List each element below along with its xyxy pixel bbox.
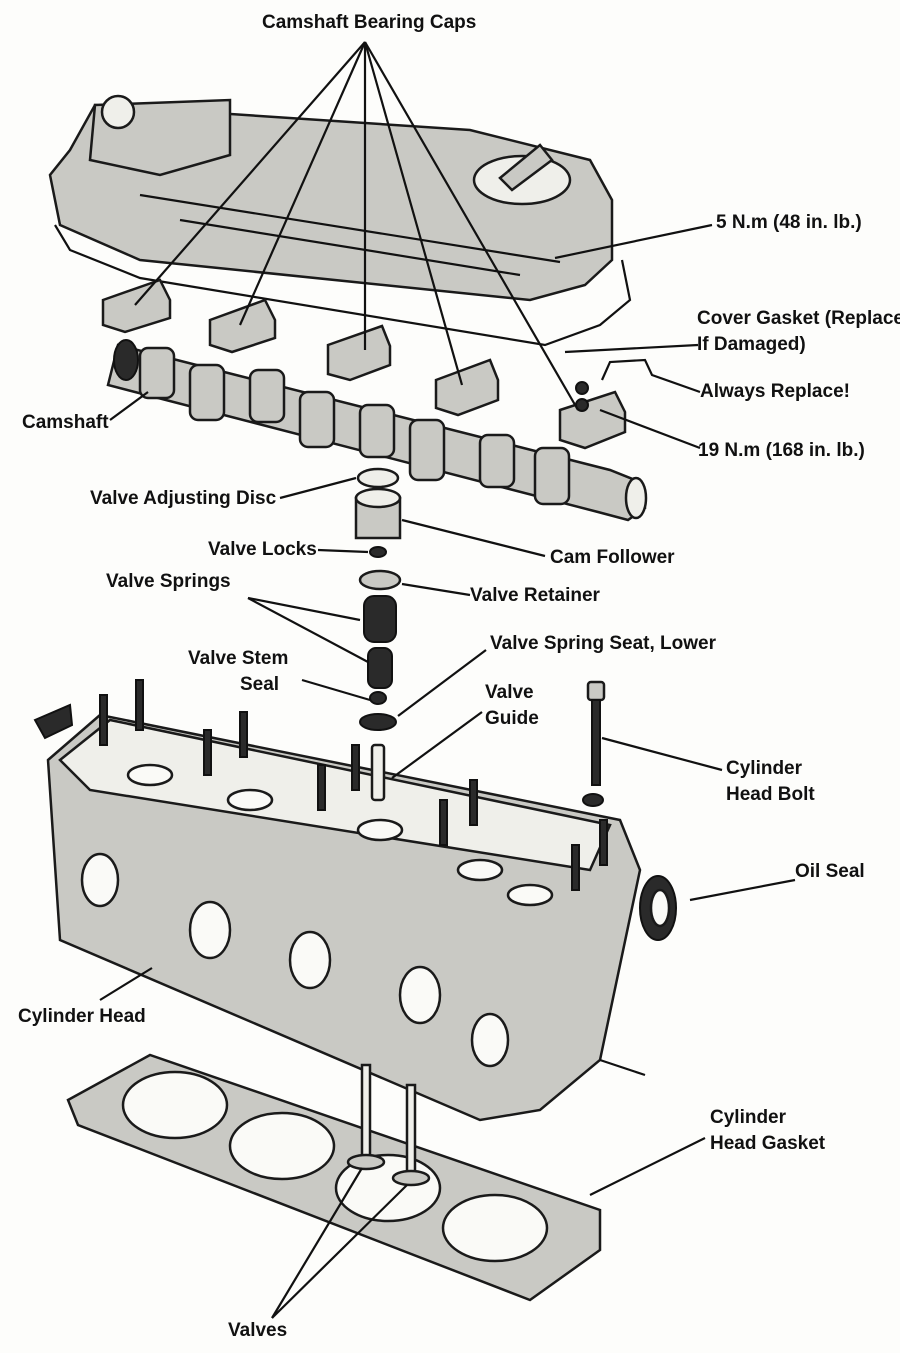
label-camshaft-bearing-caps: Camshaft Bearing Caps: [262, 12, 477, 33]
valve-train: [354, 467, 402, 731]
label-cylinder-head-bolt-line2: Head Bolt: [726, 784, 815, 805]
label-valve-stem-seal-line2: Seal: [240, 674, 280, 695]
label-camshaft: Camshaft: [22, 412, 109, 433]
label-oil-seal: Oil Seal: [795, 861, 865, 882]
label-valve-retainer: Valve Retainer: [470, 585, 600, 606]
label-valves: Valves: [228, 1320, 288, 1341]
cylinder-head-bolt: [582, 680, 606, 807]
label-valve-springs: Valve Springs: [106, 571, 231, 592]
label-valve-adjusting-disc: Valve Adjusting Disc: [90, 488, 277, 509]
cylinder-head: [46, 713, 646, 1122]
label-always-replace: Always Replace!: [700, 381, 850, 402]
label-cylinder-head-gasket-line2: Head Gasket: [710, 1133, 826, 1154]
label-torque-5nm: 5 N.m (48 in. lb.): [716, 212, 862, 233]
studs: [99, 679, 608, 891]
cover-gasket: [54, 224, 632, 347]
label-valve-guide-line1: Valve: [485, 682, 534, 703]
oil-seal: [639, 875, 677, 941]
label-valve-locks: Valve Locks: [208, 539, 317, 560]
plug: [33, 703, 74, 740]
label-cover-gasket-line1: Cover Gasket (Replace: [697, 308, 900, 329]
label-valve-stem-seal-line1: Valve Stem: [188, 648, 289, 669]
label-cylinder-head-gasket-line1: Cylinder: [710, 1107, 787, 1128]
label-cylinder-head-bolt-line1: Cylinder: [726, 758, 803, 779]
label-torque-19nm: 19 N.m (168 in. lb.): [698, 440, 865, 461]
label-valve-spring-seat-lower: Valve Spring Seat, Lower: [490, 633, 716, 654]
label-cover-gasket-line2: If Damaged): [697, 334, 806, 355]
camshaft: [106, 339, 648, 522]
leader-lines: [99, 41, 796, 1319]
label-valve-guide-line2: Guide: [485, 708, 539, 729]
valve-adjusting-disc-shape: [356, 467, 400, 489]
cylinder-head-gasket: [66, 1053, 602, 1302]
valves-parts: [346, 1063, 431, 1187]
valve-cover: [48, 94, 614, 302]
label-cylinder-head: Cylinder Head: [18, 1006, 146, 1027]
label-cam-follower: Cam Follower: [550, 547, 675, 568]
